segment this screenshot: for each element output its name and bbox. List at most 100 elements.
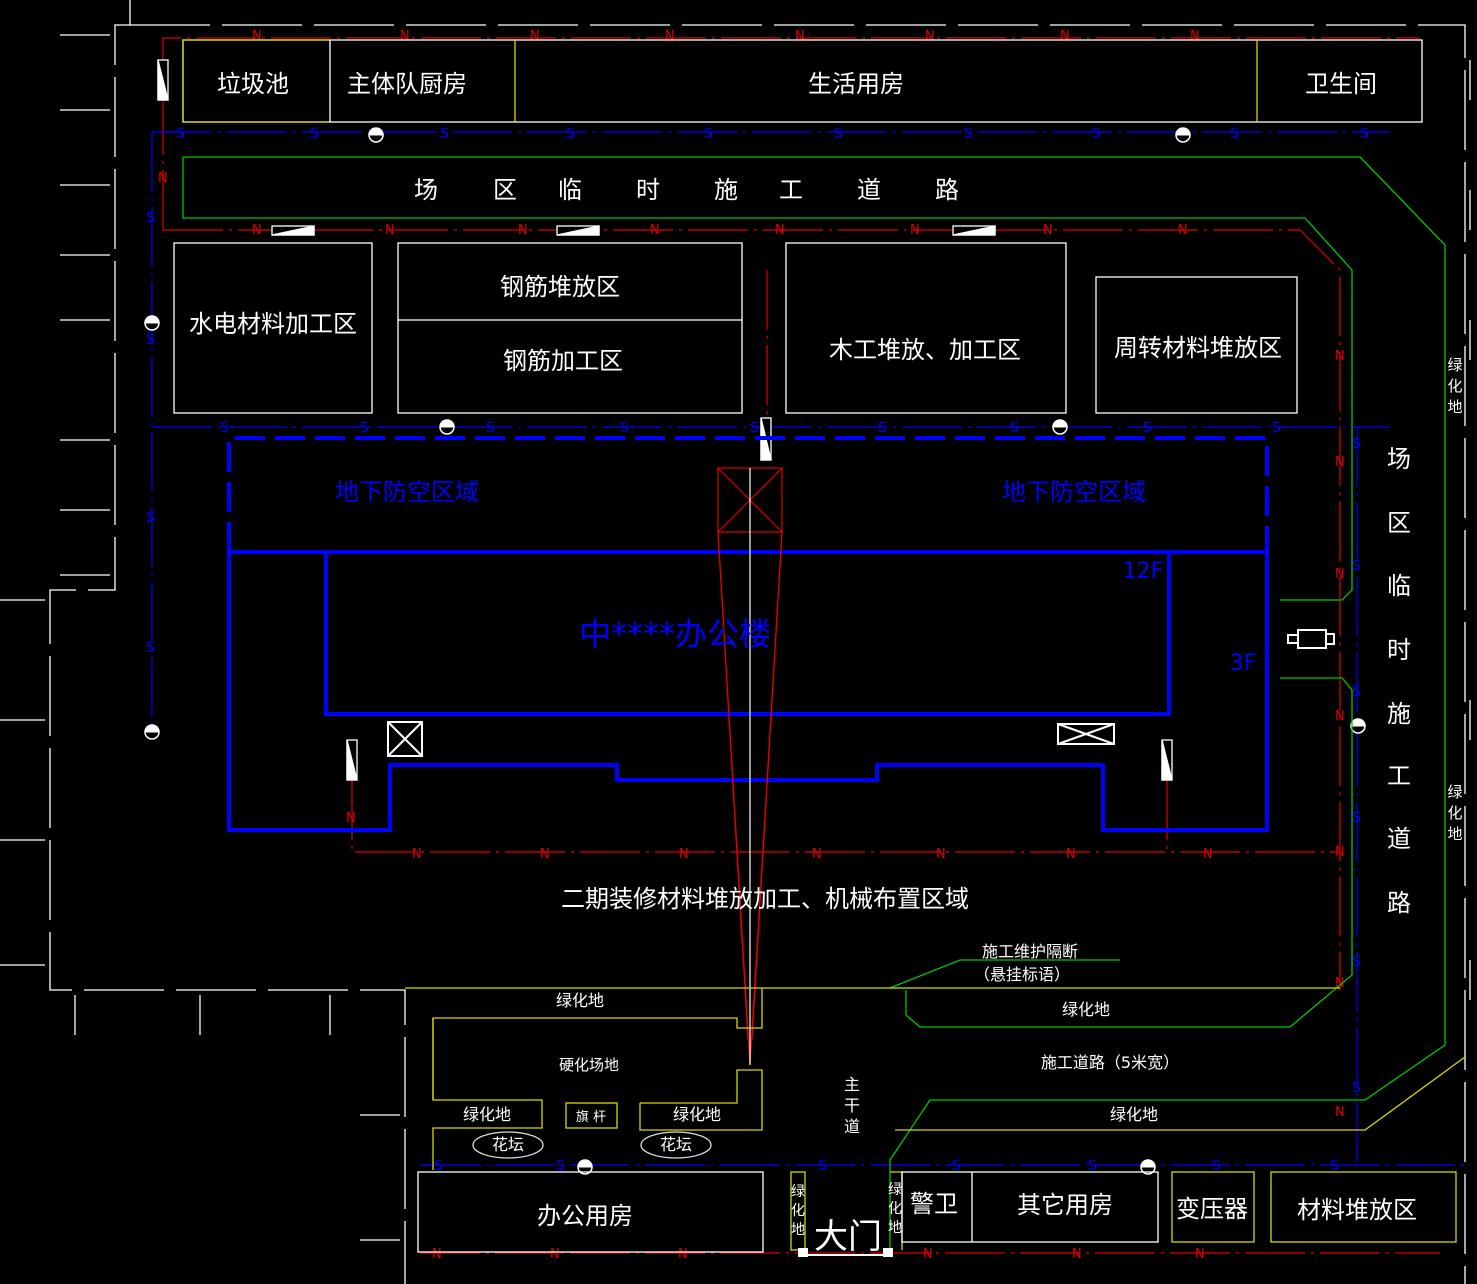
drawing-line (368, 127, 384, 136)
label-line-labels-s: S (566, 126, 575, 142)
label-line-labels-s: S (704, 126, 713, 142)
label-line-labels-n: N (795, 29, 805, 44)
drawing-line (1297, 629, 1327, 649)
label-bottom-main-road-2: 道 (844, 1117, 860, 1136)
drawing-line (639, 1069, 763, 1131)
hydrant-icon (1175, 127, 1191, 143)
label-line-labels-n: N (1335, 709, 1345, 724)
gate-icon (798, 1248, 893, 1257)
label-line-labels-n: N (1335, 455, 1345, 470)
transformer-label: 变压器 (1176, 1195, 1248, 1223)
label-green-right-2-2: 地 (1447, 825, 1462, 843)
label-bottom-fence-note: （悬挂标语） (974, 965, 1070, 984)
label-line-labels-s: S (1352, 954, 1361, 970)
label-line-labels-s: S (1230, 126, 1239, 142)
drawing-line (1140, 1159, 1156, 1168)
drawing-line (417, 1171, 764, 1253)
label-road-top-6: 道 (857, 176, 881, 204)
label-areas-floor-3: 3F (1230, 651, 1257, 676)
label-line-labels-s: S (1352, 436, 1361, 452)
phase2-area-label: 二期装修材料堆放加工、机械布置区域 (561, 885, 969, 913)
drawing-line (798, 1248, 808, 1257)
label-line-labels-n: N (158, 171, 168, 186)
label-line-labels-n: N (812, 847, 822, 862)
label-line-labels-s: S (952, 1158, 961, 1174)
group: 场 区 临 时 施 工 道 路 (1387, 445, 1411, 917)
drawing-line (565, 1102, 618, 1129)
rebar-storage-label: 钢筋堆放区 (500, 273, 620, 301)
drawing-line (387, 721, 423, 757)
label-green-right-1-0: 绿 (1447, 356, 1462, 374)
label-bottom-green-b: 绿化地 (1062, 1000, 1110, 1019)
label-line-labels-n: N (400, 29, 410, 44)
label-bottom-green-v2-2: 地 (888, 1220, 902, 1236)
label-line-labels-s: S (964, 126, 973, 142)
label-road-right-2: 临 (1387, 572, 1411, 600)
label-line-labels-n: N (925, 29, 935, 44)
crane-icon (717, 467, 783, 1066)
drawing-line (1175, 127, 1191, 136)
garbage-pool-label: 垃圾池 (217, 70, 289, 98)
label-line-labels-n: N (923, 1247, 933, 1262)
drawing-line (1325, 633, 1335, 645)
label-road-top-3: 时 (636, 176, 660, 204)
entrance-area: 施工维护隔断 （悬挂标语） 绿化地 绿化地 硬化场地 施工道路（5米宽） 主 干… (405, 942, 1466, 1257)
label-line-labels-n: N (518, 223, 528, 238)
hydro-area-label: 水电材料加工区 (189, 310, 357, 338)
label-bottom-flower1: 花坛 (492, 1135, 524, 1154)
label-line-labels-n: N (1043, 223, 1053, 238)
drawing-line (183, 156, 1446, 1250)
label-line-labels-s: S (1360, 126, 1369, 142)
hydrant-icon (1350, 718, 1366, 734)
label-line-labels-n: N (1335, 976, 1345, 991)
label-line-labels-s: S (1330, 1158, 1339, 1174)
label-line-labels-s: S (146, 332, 155, 348)
label-areas-air-raid-left: 地下防空区域 (335, 478, 479, 506)
label-bottom-green-a: 绿化地 (556, 991, 604, 1010)
label-green-right-2-0: 绿 (1447, 783, 1462, 801)
drawing-line (901, 1171, 1159, 1243)
label-line-labels-n: N (936, 847, 946, 862)
drawing-line (577, 1159, 593, 1168)
hydrant-icon (368, 127, 384, 143)
label-line-labels-s: S (878, 420, 887, 436)
label-line-labels-s: S (220, 420, 229, 436)
label-line-labels-n: N (1066, 847, 1076, 862)
drawing-line (351, 780, 1340, 853)
hydrant-icon (439, 419, 455, 435)
label-road-right-6: 道 (1387, 825, 1411, 853)
flower-bed-icon (640, 1131, 712, 1159)
label-line-labels-n: N (412, 847, 422, 862)
hydrant-icon (577, 1159, 593, 1175)
turnover-material-label: 周转材料堆放区 (1114, 334, 1282, 362)
drawing-line (227, 552, 1269, 832)
building-name: 中****办公楼 (579, 615, 771, 653)
drawing-line (905, 677, 1353, 1028)
label-road-top-5: 工 (779, 176, 803, 204)
label-line-labels-s: S (176, 126, 185, 142)
hydrant-icon (144, 315, 160, 331)
work-areas: 水电材料加工区 钢筋堆放区 钢筋加工区 木工堆放、加工区 周转材料堆放区 (173, 242, 1298, 415)
label-line-labels-n: N (432, 1247, 442, 1262)
drawing-line (144, 724, 160, 733)
group (0, 34, 1471, 1241)
label-line-labels-n: N (1203, 847, 1213, 862)
label-line-labels-n: N (775, 223, 785, 238)
label-line-labels-s: S (620, 420, 629, 436)
label-bottom-green-v1-2: 地 (791, 1222, 805, 1238)
label-line-labels-s: S (434, 1158, 443, 1174)
drawing-line (1057, 723, 1115, 745)
label-line-labels-s: S (1352, 810, 1361, 826)
office-building: 地下防空区域 地下防空区域 中****办公楼 12F 3F (227, 436, 1335, 1066)
label-line-labels-n: N (385, 223, 395, 238)
drawing-line (130, 24, 1466, 1284)
label-line-labels-n: N (540, 847, 550, 862)
label-line-labels-s: S (556, 1158, 565, 1174)
label-road-top-7: 路 (935, 176, 959, 204)
label-line-labels-n: N (679, 847, 689, 862)
label-bottom-green-v1-0: 绿 (791, 1184, 805, 1200)
label-road-top-1: 区 (493, 176, 517, 204)
label-line-labels-n: N (650, 223, 660, 238)
